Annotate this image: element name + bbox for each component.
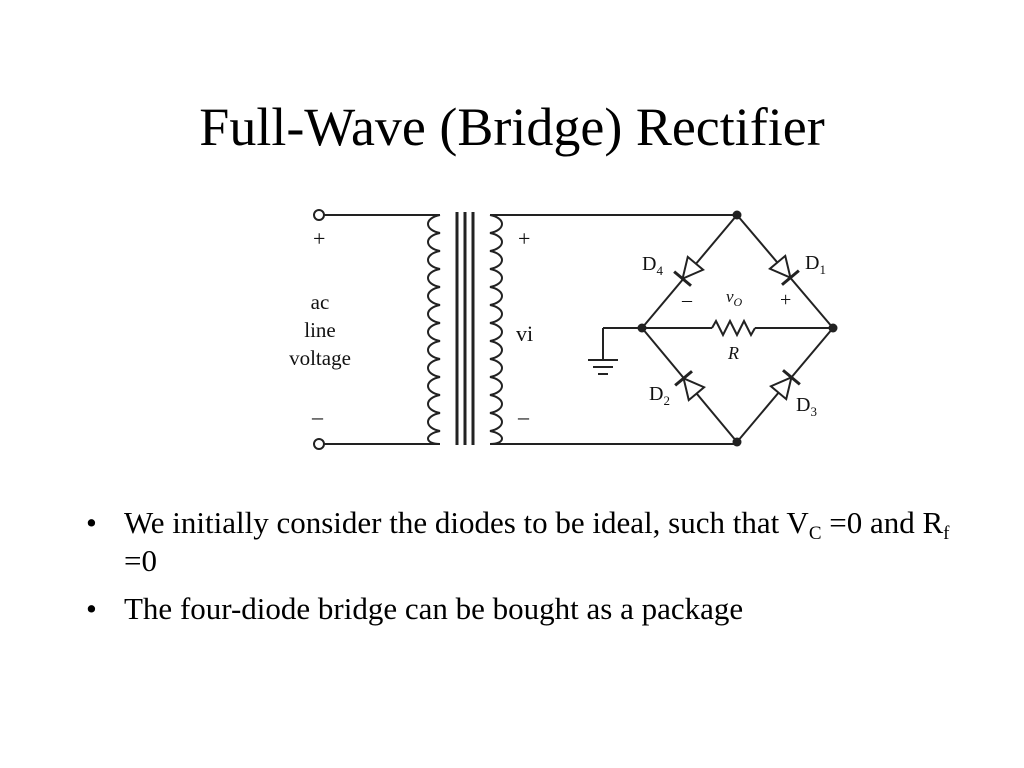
bullet-item-2: • The four-diode bridge can be bought as… <box>86 590 966 628</box>
secondary-plus-label: + <box>518 226 530 251</box>
primary-winding <box>427 214 441 445</box>
bridge-node-top <box>732 210 742 220</box>
diode-d1 <box>768 254 800 286</box>
d1-label: D1 <box>805 252 826 277</box>
primary-minus-label: – <box>311 404 324 429</box>
bullet-2-text: The four-diode bridge can be bought as a… <box>124 590 744 626</box>
primary-bottom-terminal <box>313 438 325 450</box>
bridge-node-right <box>828 323 838 333</box>
source-label-line2: line <box>304 318 336 342</box>
bullet-1-text-mid: =0 and R <box>821 505 944 540</box>
bullet-marker: • <box>86 505 97 540</box>
bullet-1-text-start: We initially consider the diodes to be i… <box>124 505 809 540</box>
vo-label: vO <box>726 287 743 309</box>
primary-top-terminal <box>313 209 325 221</box>
slide-title: Full-Wave (Bridge) Rectifier <box>199 97 825 157</box>
secondary-winding <box>489 214 503 445</box>
bullet-item-1: • We initially consider the diodes to be… <box>86 504 966 580</box>
diode-d4 <box>673 255 705 287</box>
source-label-line1: ac <box>311 290 330 314</box>
diode-d2 <box>674 370 706 402</box>
load-resistor <box>711 318 756 338</box>
bullet-marker: • <box>86 590 97 626</box>
d4-label: D4 <box>642 253 663 278</box>
primary-plus-label: + <box>313 226 325 251</box>
diode-d3 <box>769 369 801 401</box>
secondary-voltage-label: vi <box>516 321 533 346</box>
secondary-minus-label: – <box>517 404 530 429</box>
bullet-list: • We initially consider the diodes to be… <box>86 504 966 637</box>
vo-plus-label: + <box>780 289 791 311</box>
d3-label: D3 <box>796 394 817 419</box>
bridge-node-left <box>637 323 647 333</box>
bullet-1-subscript-f: f <box>943 523 950 544</box>
resistor-label: R <box>727 343 739 363</box>
vo-minus-label: – <box>681 289 693 311</box>
source-label-line3: voltage <box>289 346 351 370</box>
bullet-1-text-end: =0 <box>124 542 157 578</box>
bullet-1-subscript-c: C <box>808 523 822 544</box>
bridge-node-bottom <box>732 437 742 447</box>
d2-label: D2 <box>649 383 670 408</box>
